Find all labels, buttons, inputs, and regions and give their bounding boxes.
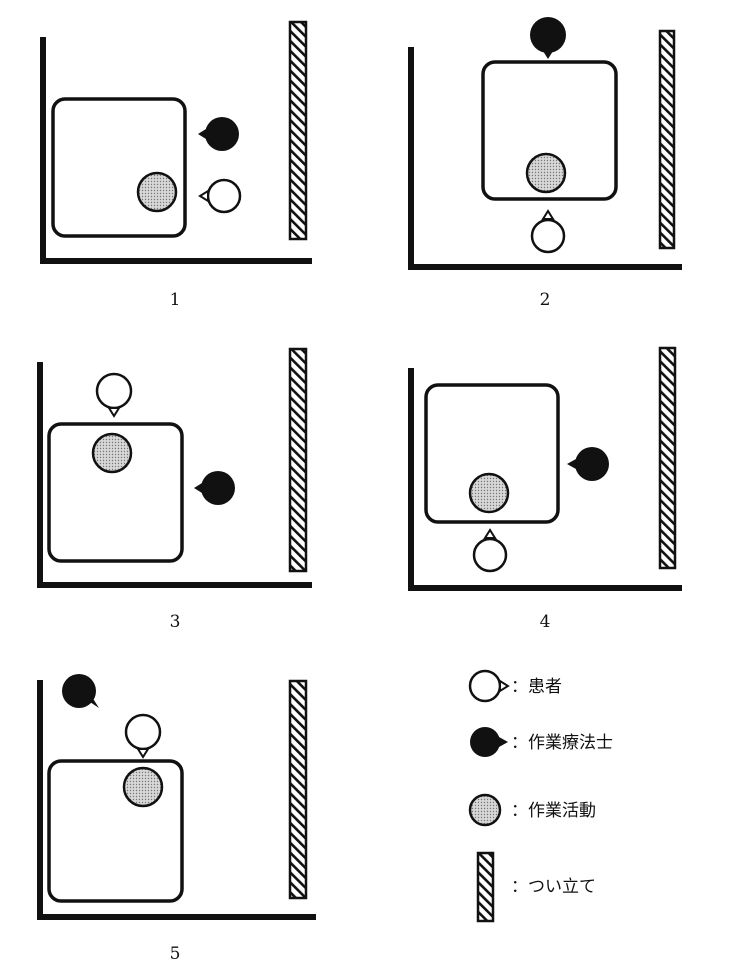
room-walls xyxy=(37,680,316,920)
activity-icon xyxy=(468,793,502,827)
room-walls xyxy=(408,368,682,591)
legend: ：患者 ：作業療法士 ：作業活動 ：つい立て xyxy=(468,669,613,923)
diagram-2: 2 xyxy=(408,17,682,310)
legend-patient: ：患者 xyxy=(468,669,562,703)
diagram-number: 1 xyxy=(170,290,181,310)
therapist-icon xyxy=(198,117,239,151)
therapist-icon xyxy=(194,471,235,505)
screen-partition xyxy=(288,679,308,900)
diagram-4: 4 xyxy=(408,346,682,632)
screen-icon xyxy=(476,851,495,923)
legend-activity-label: ：作業活動 xyxy=(511,801,596,821)
patient-icon xyxy=(472,528,508,573)
patient-icon xyxy=(530,209,566,254)
table xyxy=(424,383,560,524)
room-walls xyxy=(40,37,312,264)
legend-screen: ：つい立て xyxy=(476,851,596,923)
activity-icon xyxy=(136,171,178,213)
screen-partition xyxy=(288,20,308,241)
therapist-icon xyxy=(470,727,508,757)
diagram-3: 3 xyxy=(37,347,312,632)
diagram-number: 5 xyxy=(170,944,181,964)
therapist-icon xyxy=(530,17,566,59)
legend-screen-label: ：つい立て xyxy=(511,877,596,897)
table xyxy=(481,60,618,201)
diagram-5: 5 xyxy=(37,674,316,964)
screen-partition xyxy=(658,346,677,570)
patient-icon xyxy=(95,372,133,418)
legend-patient-label: ：患者 xyxy=(511,677,562,697)
room-walls xyxy=(37,362,312,588)
legend-therapist: ：作業療法士 xyxy=(470,727,613,757)
screen-partition xyxy=(288,347,308,573)
diagram-number: 2 xyxy=(540,290,551,310)
screen-partition xyxy=(658,29,676,250)
therapist-icon xyxy=(62,674,99,708)
activity-icon xyxy=(525,152,567,194)
activity-icon xyxy=(468,472,510,514)
diagram-number: 3 xyxy=(170,612,181,632)
legend-therapist-label: ：作業療法士 xyxy=(511,733,613,753)
diagram-number: 4 xyxy=(540,612,551,632)
activity-icon xyxy=(91,432,133,474)
table xyxy=(51,97,187,238)
activity-icon xyxy=(122,766,164,808)
patient-icon xyxy=(124,713,162,759)
room-walls xyxy=(408,47,682,270)
diagram-1: 1 xyxy=(40,20,312,310)
therapist-icon xyxy=(567,447,609,481)
legend-activity: ：作業活動 xyxy=(468,793,596,827)
patient-icon xyxy=(198,178,242,214)
patient-icon xyxy=(468,669,510,703)
table xyxy=(47,422,184,563)
